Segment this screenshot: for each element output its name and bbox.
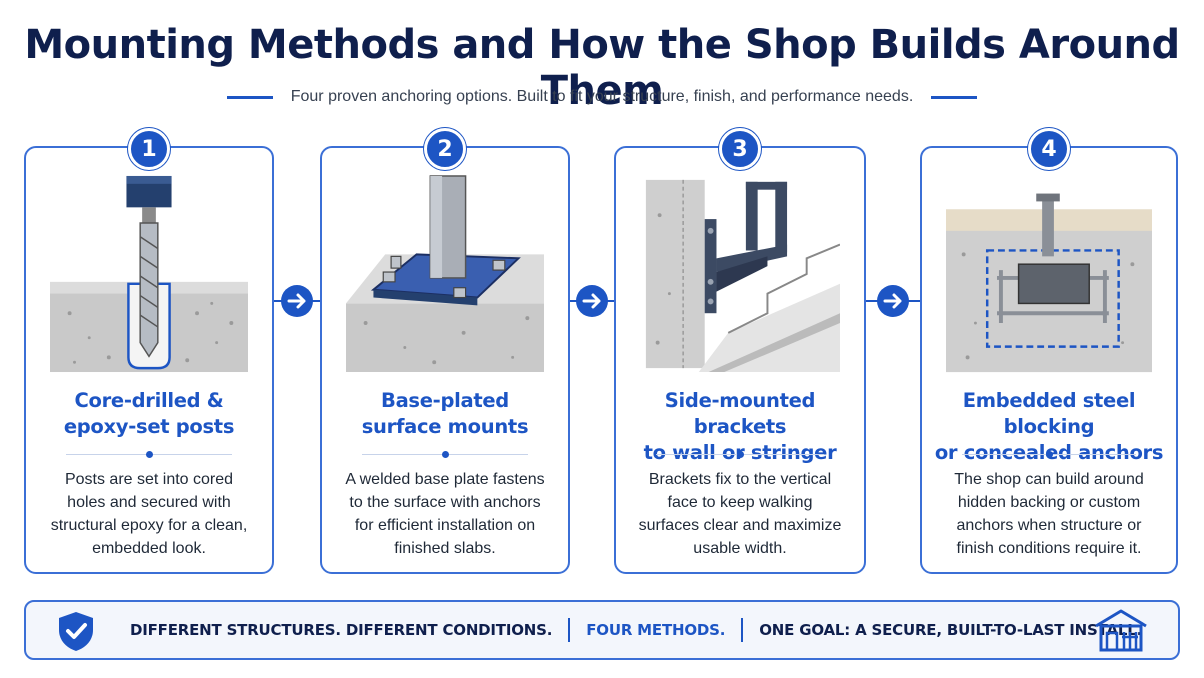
card-divider xyxy=(362,451,528,458)
subtitle-row: Four proven anchoring options. Built to … xyxy=(0,88,1204,106)
building-icon xyxy=(1095,609,1147,652)
card-title: Core-drilled &epoxy-set posts xyxy=(63,389,235,438)
step-badge: 4 xyxy=(1028,128,1070,170)
footer-separator xyxy=(741,618,744,642)
step-badge: 3 xyxy=(719,128,761,170)
base-plate-icon xyxy=(346,174,544,374)
footer-part-1: DIFFERENT STRUCTURES. DIFFERENT CONDITIO… xyxy=(130,621,553,639)
page-subtitle: Four proven anchoring options. Built to … xyxy=(290,88,914,105)
divider xyxy=(226,95,273,99)
arrow-right-icon xyxy=(576,285,608,317)
shield-check-icon xyxy=(59,612,93,651)
card-divider xyxy=(66,451,232,458)
page-title: Mounting Methods and How the Shop Builds… xyxy=(24,22,1180,114)
drill-core-icon xyxy=(50,174,248,374)
footer-separator xyxy=(568,618,571,642)
step-badge: 1 xyxy=(128,128,170,170)
divider xyxy=(931,95,978,99)
footer-banner: DIFFERENT STRUCTURES. DIFFERENT CONDITIO… xyxy=(24,600,1180,660)
card-divider xyxy=(962,451,1136,458)
footer-message: DIFFERENT STRUCTURES. DIFFERENT CONDITIO… xyxy=(130,602,1142,658)
footer-part-3: ONE GOAL: A SECURE, BUILT-TO-LAST INSTAL… xyxy=(759,621,1143,639)
arrow-right-icon xyxy=(877,285,909,317)
method-card-1: 1 Core-drilled &epoxy-set posts P xyxy=(24,128,274,574)
step-badge: 2 xyxy=(424,128,466,170)
card-divider xyxy=(656,451,824,458)
side-bracket-icon xyxy=(640,174,840,374)
footer-part-2: FOUR METHODS. xyxy=(586,621,726,639)
embedded-blocking-icon xyxy=(946,174,1152,374)
arrow-right-icon xyxy=(281,285,313,317)
